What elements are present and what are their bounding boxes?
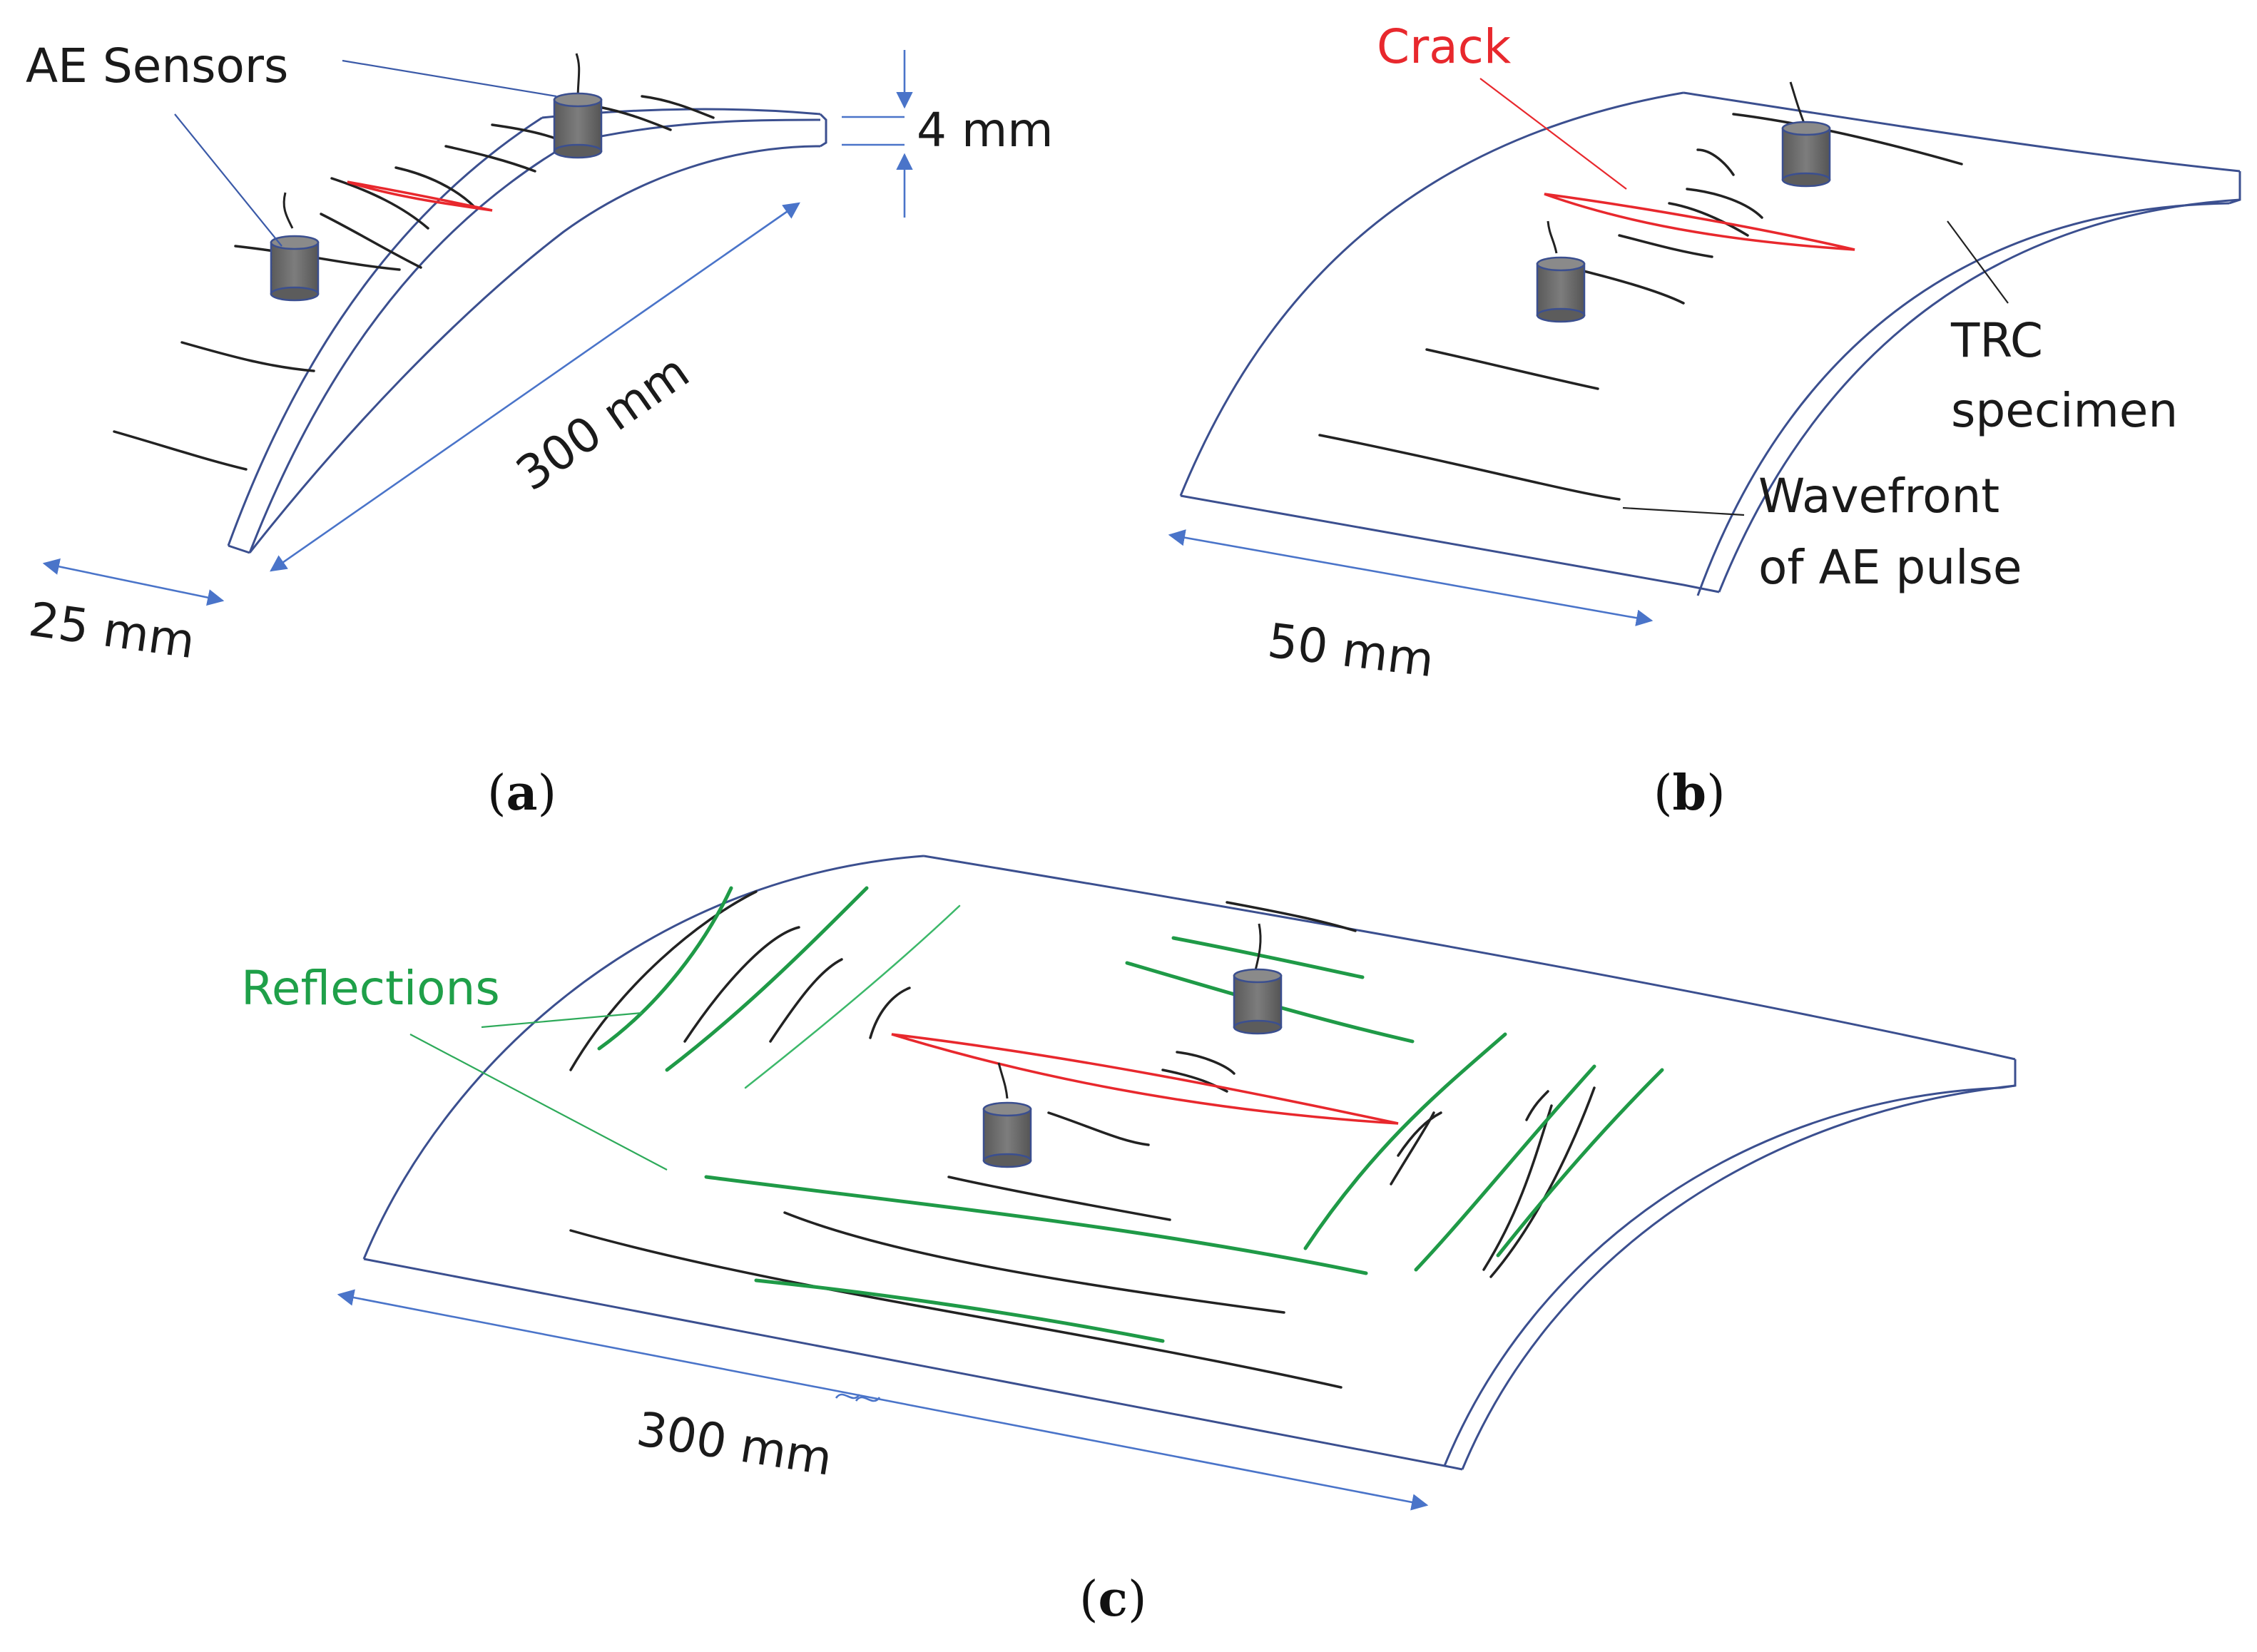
sensor-c-1: [982, 1062, 1032, 1168]
leader-crack: [1479, 78, 1627, 190]
crack-b: [1544, 193, 1855, 251]
dim-length-a: [270, 202, 800, 572]
label-wavefront-2: of AE pulse: [1758, 540, 2022, 595]
sensor-b-1: [1536, 220, 1586, 323]
label-length-a: 300 mm: [506, 344, 699, 501]
wavefronts-b: [1318, 113, 1963, 501]
dim-thickness-a: [842, 50, 913, 218]
leader-reflections-1: [481, 1011, 643, 1029]
wavefronts-c: [569, 890, 1596, 1389]
label-width-a: 25 mm: [26, 592, 198, 670]
panel-b: Crack TRC specimen Wavefront of AE pulse…: [1168, 19, 2241, 822]
dim-width-c: [337, 1289, 1429, 1511]
specimen-c: [362, 855, 2017, 1471]
dim-width-b: [1168, 529, 1654, 626]
label-reflections: Reflections: [241, 961, 500, 1016]
label-wavefront-1: Wavefront: [1758, 469, 1999, 524]
caption-c: (c): [1079, 1571, 1146, 1628]
leader-ae-sensors-2: [342, 59, 557, 98]
panel-a: AE Sensors 4 mm 300 mm 25 mm (a): [26, 39, 1054, 822]
specimen-b: [1179, 91, 2241, 596]
sensor-b-2: [1781, 81, 1831, 188]
label-ae-sensors: AE Sensors: [26, 39, 288, 93]
sensor-c-2: [1233, 923, 1283, 1035]
dim-width-a: [42, 558, 225, 606]
crack-c: [891, 1033, 1399, 1125]
label-crack: Crack: [1377, 19, 1512, 74]
caption-a: (a): [487, 765, 556, 822]
break-symbol: [835, 1393, 881, 1402]
svg-text:(b): (b): [1654, 765, 1726, 822]
label-trc-2: specimen: [1951, 383, 2178, 438]
label-trc-1: TRC: [1950, 313, 2043, 368]
panel-c: Reflections 300 mm (c): [241, 855, 2017, 1628]
crack-a: [347, 180, 493, 212]
svg-text:(a): (a): [487, 765, 556, 822]
caption-b: (b): [1654, 765, 1726, 822]
leader-reflections-2: [409, 1034, 668, 1171]
leader-ae-sensors-1: [174, 113, 282, 247]
sensor-a-2: [553, 53, 603, 159]
leader-trc: [1947, 220, 2009, 304]
leader-wavefront: [1622, 506, 1745, 516]
sensor-a-1: [270, 192, 320, 302]
label-thickness: 4 mm: [917, 103, 1054, 158]
svg-text:(c): (c): [1079, 1571, 1146, 1628]
label-width-b: 50 mm: [1265, 613, 1437, 688]
label-width-c: 300 mm: [633, 1402, 835, 1487]
